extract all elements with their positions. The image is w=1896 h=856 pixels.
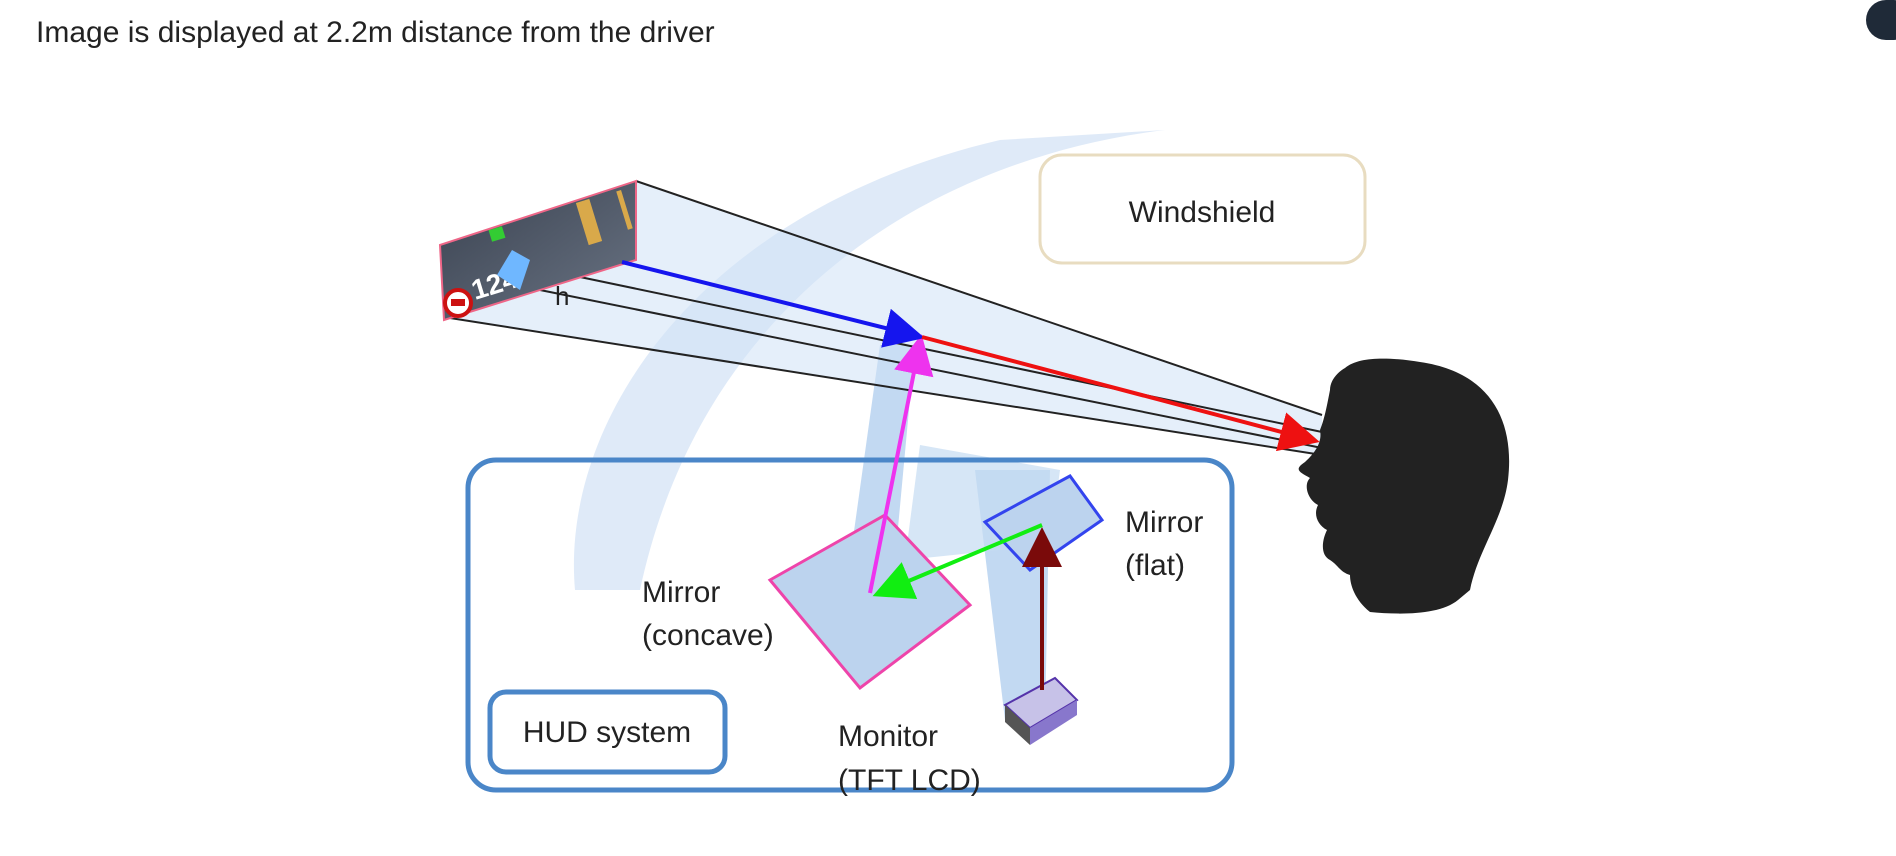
driver-head-silhouette-icon <box>1298 358 1510 614</box>
mirror-concave-label-line2: (concave) <box>642 619 774 652</box>
mirror-concave-label-line1: Mirror <box>642 576 720 609</box>
hud-virtual-image: 124 <box>438 179 637 322</box>
monitor-label-line1: Monitor <box>838 720 938 753</box>
vehicle-icon <box>488 226 506 242</box>
height-marker: h <box>555 281 569 311</box>
corner-badge-icon[interactable] <box>1866 0 1896 40</box>
concave-mirror-shape <box>767 513 973 691</box>
mirror-flat-label-line2: (flat) <box>1125 549 1185 582</box>
gauge-bar-icon <box>575 198 603 246</box>
sight-line-top <box>635 180 1323 416</box>
ray-red <box>921 335 1320 452</box>
windshield-label: Windshield <box>1129 196 1276 229</box>
ray-blue <box>621 260 925 348</box>
lane-marker-icon <box>497 250 530 290</box>
monitor-label-line2: (TFT LCD) <box>838 764 981 797</box>
hud-system-label: HUD system <box>523 716 691 749</box>
page-caption: Image is displayed at 2.2m distance from… <box>36 16 715 49</box>
mirror-flat-label-line1: Mirror <box>1125 506 1203 539</box>
hud-system-box <box>465 457 1235 793</box>
sight-line-mid <box>449 317 1323 456</box>
light-path-vertical <box>850 345 915 560</box>
tft-lcd-monitor-icon <box>1003 676 1079 745</box>
ray-magenta <box>868 334 934 594</box>
windshield-label-box <box>1038 153 1367 265</box>
sight-line-upper <box>579 276 1323 433</box>
windshield-shape <box>573 130 1165 590</box>
hud-system-label-box <box>487 689 728 775</box>
flat-mirror-shape <box>982 474 1105 572</box>
ray-green <box>872 523 1043 600</box>
